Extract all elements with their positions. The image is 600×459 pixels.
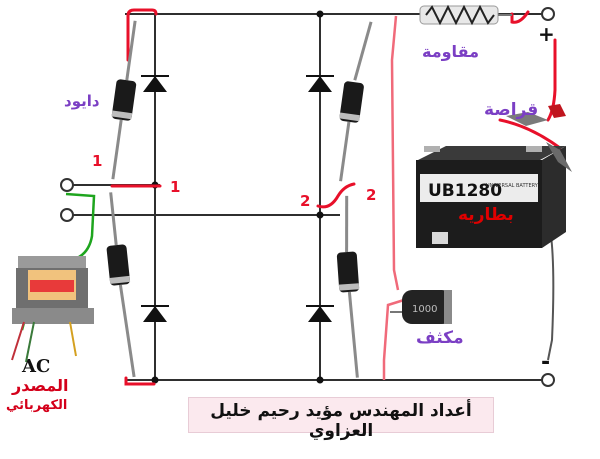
diode-component-1: [111, 20, 137, 180]
capacitor-label: مكثف: [416, 328, 464, 348]
clamp-component: [506, 104, 572, 172]
pink-wire: [382, 15, 405, 380]
resistor-component: [419, 4, 512, 26]
battery-component: [416, 146, 566, 248]
resistor-label: مقاومة: [422, 42, 479, 61]
source-label-line2: الكهربائي: [6, 398, 68, 413]
node-2-left-label: 2: [300, 192, 311, 210]
diode-component-3: [339, 21, 373, 182]
diode-symbol-bottom-right: [306, 305, 334, 322]
battery-subtitle-text: UNIVERSAL BATTERY: [486, 183, 539, 189]
diode-component-4: [336, 195, 360, 378]
capacitor-component: [390, 290, 452, 324]
node-2-right-label: 2: [366, 186, 377, 204]
minus-terminal-label: -: [541, 350, 551, 375]
node-1-right-label: 1: [170, 178, 181, 196]
diode-symbol-top-left: [141, 75, 169, 92]
battery-label: بطاريه: [458, 205, 514, 225]
source-label-line1: المصدر: [12, 376, 69, 395]
plus-terminal-label: +: [538, 22, 555, 46]
transformer-component: [11, 256, 94, 363]
diode-component-2: [106, 192, 136, 378]
junction-dots: [151, 10, 324, 384]
battery-model-text: UB1280: [428, 181, 502, 201]
terminals: [60, 7, 555, 387]
source-ac-label: AC: [22, 356, 51, 377]
diode-symbol-bottom-left: [141, 305, 169, 322]
diode-label: دايود: [64, 92, 100, 110]
node-1-left-label: 1: [92, 152, 103, 170]
author-credit: أعداد المهندس مؤيد رحيم خليل العزاوي: [210, 401, 472, 441]
diode-symbol-top-right: [306, 75, 334, 92]
capacitor-marking-text: 1000: [412, 304, 437, 315]
clamp-label: قراصة: [484, 100, 539, 120]
credit-banner: [188, 397, 494, 433]
red-wires: [110, 8, 562, 386]
